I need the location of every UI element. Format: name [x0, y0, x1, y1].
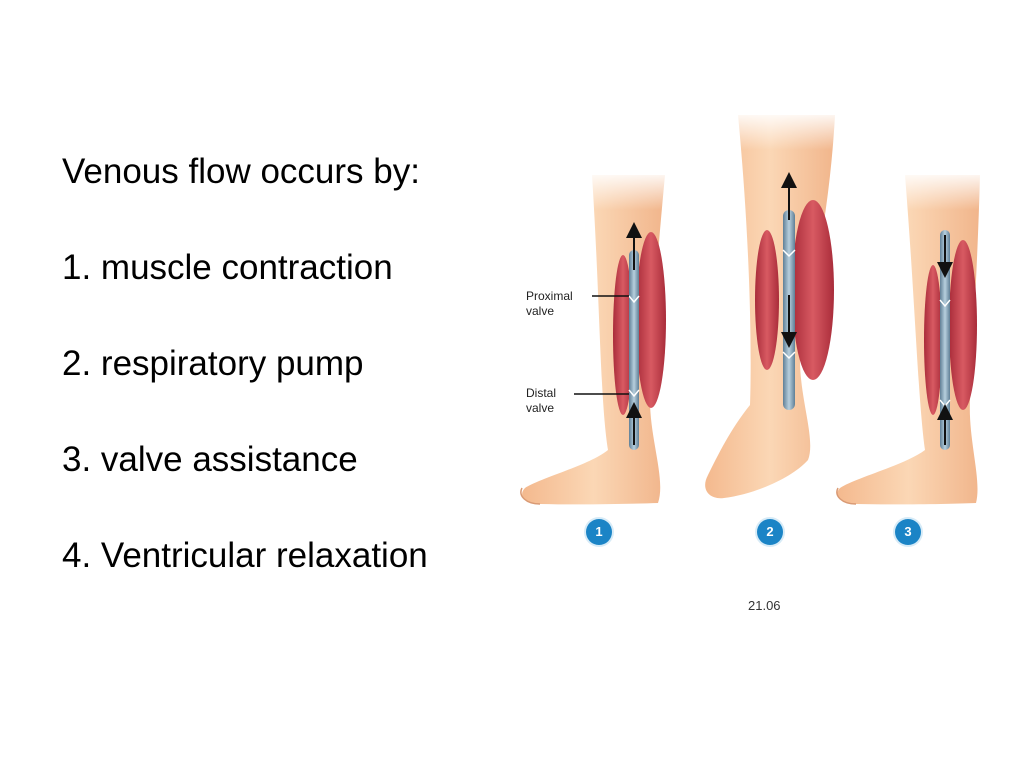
proximal-valve-label-line1: Proximal — [526, 289, 573, 303]
leg-panel-3 — [836, 170, 990, 505]
list-item-ventricular-relaxation: 4. Ventricular relaxation — [62, 536, 428, 575]
slide-text-block: Venous flow occurs by: 1. muscle contrac… — [62, 148, 502, 580]
figure-number: 21.06 — [748, 598, 781, 613]
list-item-valve-assistance: 3. valve assistance — [62, 440, 358, 479]
muscle-shape — [792, 200, 834, 380]
list-item-respiratory-pump: 2. respiratory pump — [62, 344, 364, 383]
leg-illustration — [520, 110, 990, 505]
distal-valve-label: Distal valve — [526, 386, 556, 416]
panel-number-badge-1: 1 — [586, 519, 612, 545]
leg-panel-1 — [520, 170, 675, 505]
vein-shape — [940, 230, 950, 450]
distal-valve-label-line1: Distal — [526, 386, 557, 400]
proximal-valve-label: Proximal valve — [526, 289, 573, 319]
leg-panel-2 — [705, 110, 840, 499]
muscle-shape — [613, 255, 633, 415]
panel-number-badge-2: 2 — [757, 519, 783, 545]
muscle-shape — [755, 230, 779, 370]
muscle-shape — [636, 232, 666, 408]
venous-valve-figure: Proximal valve Distal valve 1 2 3 21.06 — [500, 100, 1020, 640]
muscle-shape — [924, 265, 942, 415]
slide-heading: Venous flow occurs by: — [62, 152, 420, 191]
muscle-shape — [949, 240, 977, 410]
panel-number-badge-3: 3 — [895, 519, 921, 545]
distal-valve-label-line2: valve — [526, 401, 555, 415]
list-item-muscle-contraction: 1. muscle contraction — [62, 248, 393, 287]
proximal-valve-label-line2: valve — [526, 304, 555, 318]
